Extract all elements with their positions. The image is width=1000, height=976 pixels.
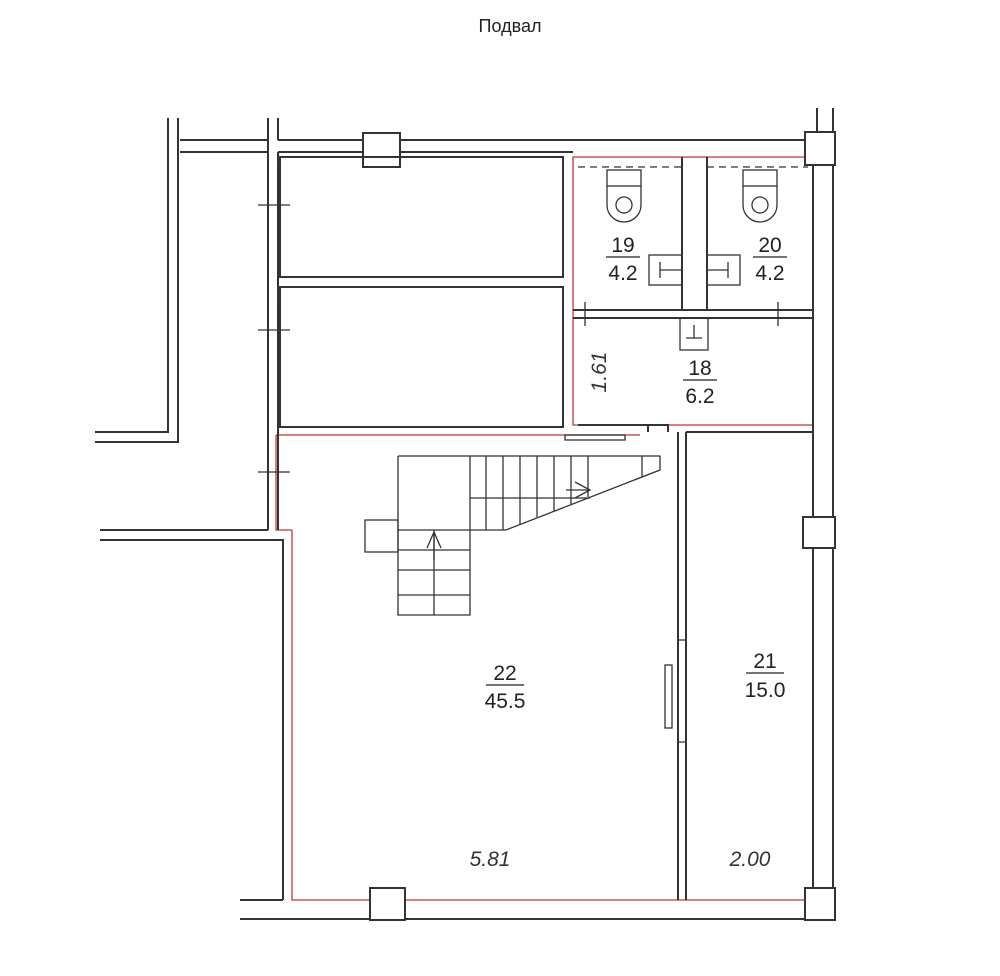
sink-icon xyxy=(648,254,683,286)
room-label-21: 21 15.0 xyxy=(745,650,786,702)
toilet-icon xyxy=(606,169,642,223)
sliding-door xyxy=(564,434,626,441)
svg-text:6.2: 6.2 xyxy=(685,385,714,408)
svg-text:19: 19 xyxy=(611,234,634,257)
svg-text:15.0: 15.0 xyxy=(745,679,786,702)
toilet-icon xyxy=(742,169,778,223)
storage-room-upper xyxy=(279,156,564,278)
dimension-room21: 2.00 xyxy=(729,848,771,871)
svg-text:4.2: 4.2 xyxy=(755,262,784,285)
toilet-block xyxy=(564,157,813,441)
svg-text:4.2: 4.2 xyxy=(608,262,637,285)
svg-text:21: 21 xyxy=(753,650,776,673)
arrow-right-icon xyxy=(566,481,592,499)
svg-text:18: 18 xyxy=(688,357,711,380)
floor-title: Подвал xyxy=(478,16,542,36)
storage-room-lower xyxy=(279,286,564,428)
dimension-room22: 5.81 xyxy=(470,848,511,871)
room-boundaries xyxy=(275,156,814,901)
columns xyxy=(362,131,836,921)
sink-icon xyxy=(679,317,709,351)
room-label-19: 19 4.2 xyxy=(606,234,640,285)
sink-icon xyxy=(706,254,741,286)
staircase xyxy=(364,455,661,616)
svg-text:45.5: 45.5 xyxy=(485,690,526,713)
dimension-room18: 1.61 xyxy=(588,352,611,393)
arrow-up-icon xyxy=(426,530,442,560)
svg-text:22: 22 xyxy=(493,662,516,685)
walls xyxy=(95,108,835,920)
sliding-door xyxy=(664,664,673,729)
room-label-18: 18 6.2 xyxy=(683,357,717,408)
svg-text:20: 20 xyxy=(758,234,781,257)
room-label-20: 20 4.2 xyxy=(753,234,787,285)
room-label-22: 22 45.5 xyxy=(485,662,526,713)
